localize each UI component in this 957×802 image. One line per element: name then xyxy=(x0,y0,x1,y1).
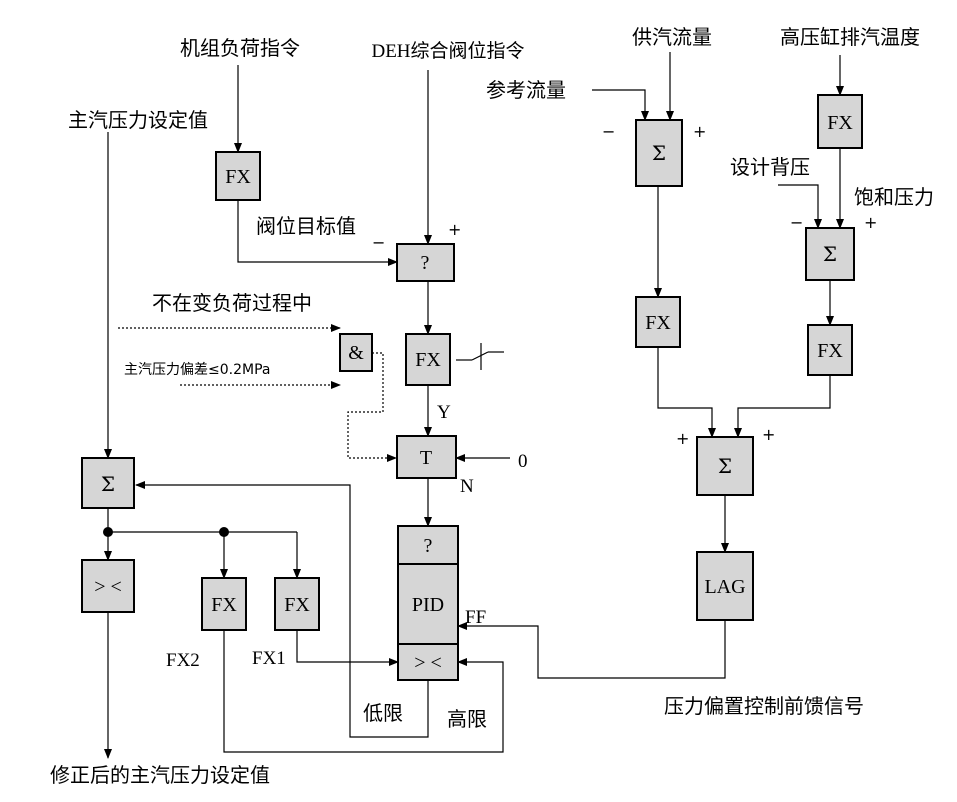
minus-sign: − xyxy=(790,213,803,232)
compare-block: ? xyxy=(396,243,455,282)
pressure-deviation-label: 主汽压力偏差≤0.2MPa xyxy=(124,362,270,378)
fx-block-temperature: FX xyxy=(817,94,863,149)
pid-block: ? PID > < xyxy=(397,525,459,681)
deh-valve-command-label: DEH综合阀位指令 xyxy=(371,40,524,62)
fx2-block: FX xyxy=(201,577,247,631)
limiter-block-output: > < xyxy=(81,559,135,613)
fx-block-label: FX xyxy=(225,166,251,188)
high-limit-label: 高限 xyxy=(447,707,487,731)
fx-block-flow: FX xyxy=(635,296,681,348)
logic-signal-lines xyxy=(118,324,397,462)
valve-target-label: 阀位目标值 xyxy=(256,214,356,238)
fx-block-label: FX xyxy=(827,112,853,134)
feedforward-signal-label: 压力偏置控制前馈信号 xyxy=(664,694,864,718)
design-back-pressure-label: 设计背压 xyxy=(730,155,810,179)
zero-input-label: 0 xyxy=(518,451,528,472)
sum-block-feedforward: Σ xyxy=(696,436,754,496)
yes-label: Y xyxy=(437,402,451,423)
fx1-label: FX1 xyxy=(252,648,286,669)
sum-block-label: Σ xyxy=(652,141,666,165)
feedforward-ff-label: FF xyxy=(465,607,486,628)
fx-block-label: FX xyxy=(415,349,441,371)
junction-dot xyxy=(219,527,229,537)
plus-sign: + xyxy=(448,220,461,239)
minus-sign: − xyxy=(372,233,385,252)
limiter-block-label: > < xyxy=(94,576,122,598)
output-setpoint-label: 修正后的主汽压力设定值 xyxy=(50,763,270,787)
saturation-pressure-label: 饱和压力 xyxy=(854,185,934,209)
sum-block-label: Σ xyxy=(101,472,115,496)
plus-sign: + xyxy=(693,122,706,141)
not-in-load-change-label: 不在变负荷过程中 xyxy=(152,291,312,315)
fx-block-label: FX xyxy=(817,340,843,362)
pid-label: PID xyxy=(412,594,444,616)
plus-sign: + xyxy=(864,213,877,232)
reference-flow-label: 参考流量 xyxy=(486,78,566,102)
unit-load-command-label: 机组负荷指令 xyxy=(180,36,300,60)
minus-sign: − xyxy=(602,122,615,141)
main-pressure-setpoint-label: 主汽压力设定值 xyxy=(68,108,208,132)
fx-block-load: FX xyxy=(215,151,261,201)
connection-lines xyxy=(104,52,844,759)
sum-block-back-pressure: Σ xyxy=(805,227,855,281)
transfer-block-label: T xyxy=(420,447,432,469)
no-label: N xyxy=(460,476,474,497)
fx-block-label: FX xyxy=(211,594,237,616)
sum-block-label: Σ xyxy=(718,454,732,478)
hp-exhaust-temp-label: 高压缸排汽温度 xyxy=(780,25,920,49)
junction-dot xyxy=(103,527,113,537)
fx2-label: FX2 xyxy=(166,650,200,671)
deadband-characteristic-icon xyxy=(456,343,504,370)
and-gate-block: & xyxy=(339,333,373,372)
lag-block: LAG xyxy=(696,551,754,621)
transfer-block: T xyxy=(396,435,457,479)
fx-block-deadband: FX xyxy=(405,333,451,386)
plus-sign: + xyxy=(762,425,775,444)
sum-block-setpoint: Σ xyxy=(81,457,135,509)
fx-block-label: FX xyxy=(284,594,310,616)
pid-limiter-label: > < xyxy=(414,652,442,674)
and-gate-label: & xyxy=(348,342,364,364)
low-limit-label: 低限 xyxy=(363,701,403,725)
steam-supply-flow-label: 供汽流量 xyxy=(632,25,712,49)
plus-sign: + xyxy=(676,429,689,448)
pid-compare-label: ? xyxy=(424,535,433,557)
fx-block-back-pressure: FX xyxy=(807,324,853,376)
sum-block-label: Σ xyxy=(823,242,837,266)
fx-block-label: FX xyxy=(645,312,671,334)
compare-block-label: ? xyxy=(421,252,430,274)
lag-block-label: LAG xyxy=(704,576,745,598)
fx1-block: FX xyxy=(274,577,320,631)
sum-block-flow: Σ xyxy=(635,119,683,187)
